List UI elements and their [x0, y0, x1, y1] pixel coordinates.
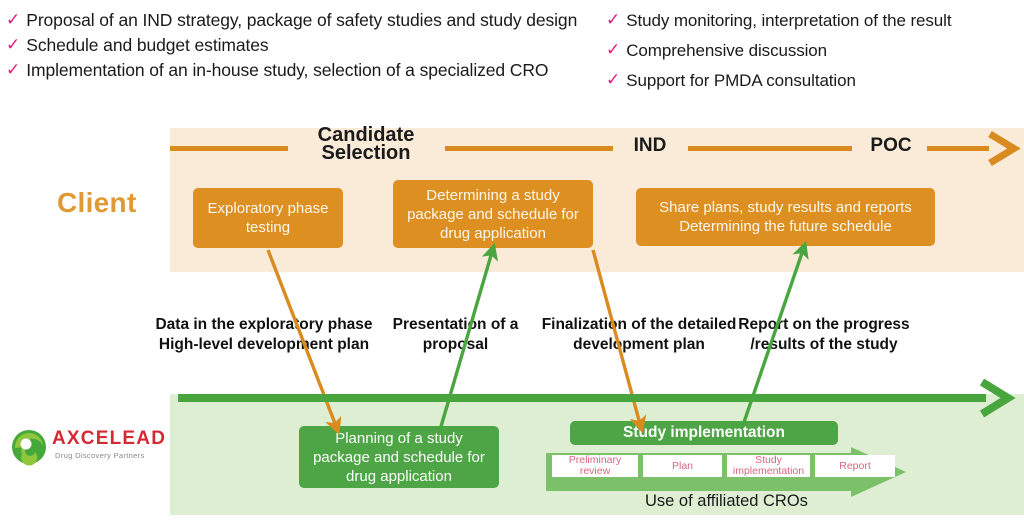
timeline-milestone-candidate-selection: Candidate Selection — [296, 124, 436, 164]
client-box-exploratory: Exploratory phase testing — [193, 188, 343, 248]
timeline-arrowhead-icon — [988, 131, 1021, 166]
check-icon: ✓ — [606, 70, 621, 89]
list-item: ✓ Proposal of an IND strategy, package o… — [6, 9, 606, 32]
cro-substep-plan: Plan — [643, 455, 722, 477]
cro-box-planning: Planning of a study package and schedule… — [299, 426, 499, 488]
timeline: Candidate Selection IND POC — [170, 124, 1024, 170]
list-item-label: Support for PMDA consultation — [626, 71, 856, 90]
timeline-segment — [927, 146, 989, 151]
axcelead-logo: AXCELEAD Drug Discovery Partners — [10, 428, 165, 472]
list-item: ✓ Schedule and budget estimates — [6, 34, 606, 57]
check-icon: ✓ — [606, 10, 621, 29]
cro-box-study-implementation: Study implementation — [570, 421, 838, 445]
annotation-proposal: Presentation of a proposal — [392, 316, 519, 353]
axcelead-tagline: Drug Discovery Partners — [55, 451, 145, 460]
list-item: ✓ Study monitoring, interpretation of th… — [606, 9, 1024, 32]
check-icon: ✓ — [6, 10, 21, 29]
list-item: ✓ Support for PMDA consultation — [606, 69, 1024, 92]
list-item-label: Study monitoring, interpretation of the … — [626, 11, 952, 30]
cro-substep-study-implementation: Study implementation — [727, 455, 810, 477]
list-item-label: Implementation of an in-house study, sel… — [26, 60, 549, 80]
check-icon: ✓ — [6, 35, 21, 54]
list-item-label: Proposal of an IND strategy, package of … — [26, 10, 578, 30]
timeline-milestone-ind: IND — [633, 135, 667, 156]
bullet-list-left: ✓ Proposal of an IND strategy, package o… — [6, 9, 606, 84]
cro-note: Use of affiliated CROs — [645, 492, 808, 510]
list-item-label: Schedule and budget estimates — [26, 35, 269, 55]
annotation-exploratory-data: Data in the exploratory phase High-level… — [155, 316, 373, 353]
annotation-finalization: Finalization of the detailed development… — [541, 316, 737, 353]
list-item: ✓ Implementation of an in-house study, s… — [6, 59, 606, 82]
client-track-label: Client — [57, 187, 137, 218]
timeline-segment — [445, 146, 613, 151]
cro-substep-preliminary-review: Preliminary review — [552, 455, 638, 477]
axcelead-mark-icon — [12, 430, 46, 466]
timeline-milestone-poc: POC — [870, 135, 912, 156]
timeline-segment — [688, 146, 852, 151]
bullet-list-right: ✓ Study monitoring, interpretation of th… — [606, 9, 1024, 99]
timeline-milestone-line2: Selection — [321, 142, 411, 164]
cro-substep-report: Report — [815, 455, 895, 477]
timeline-milestone-line1: Candidate — [317, 124, 415, 146]
check-icon: ✓ — [6, 60, 21, 79]
list-item-label: Comprehensive discussion — [626, 41, 828, 60]
axcelead-wordmark: AXCELEAD — [52, 428, 167, 449]
annotation-report-progress: Report on the progress /results of the s… — [738, 316, 910, 353]
timeline-segment — [170, 146, 288, 151]
client-box-share-plans: Share plans, study results and reports D… — [636, 188, 935, 246]
client-box-study-package: Determining a study package and schedule… — [393, 180, 593, 248]
check-icon: ✓ — [606, 40, 621, 59]
list-item: ✓ Comprehensive discussion — [606, 39, 1024, 62]
